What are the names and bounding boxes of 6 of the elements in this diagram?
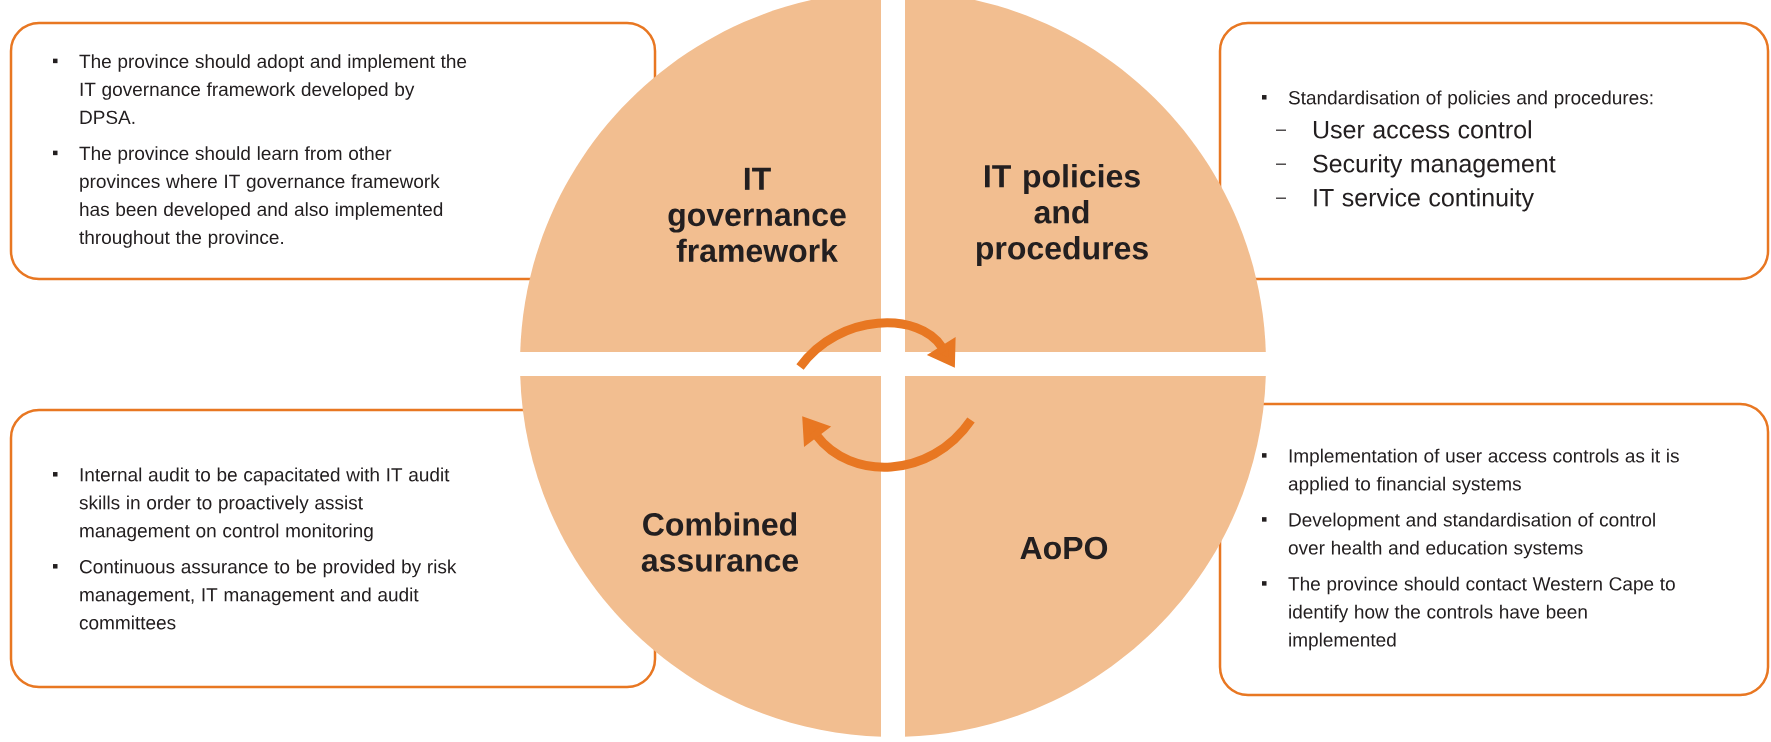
quadrant: AoPO bbox=[905, 376, 1266, 737]
curved-arrow bbox=[796, 318, 956, 370]
note-box: Implementation of user access controls as it is applied to financial systems Development and standardisation of control over health and education systems The province should contact Western Cape to identify how the controls have been implemented bbox=[1218, 402, 1770, 697]
note-box: The province should adopt and implement the IT governance framework developed by DPSA. The province should learn from other provinces where IT governance framework has been developed and also implemented throughout the province. bbox=[9, 21, 657, 281]
quadrant: IT policies and procedures bbox=[905, 0, 1266, 352]
note-box: Standardisation of policies and procedures: User access control Security management IT service continuity bbox=[1218, 21, 1770, 281]
